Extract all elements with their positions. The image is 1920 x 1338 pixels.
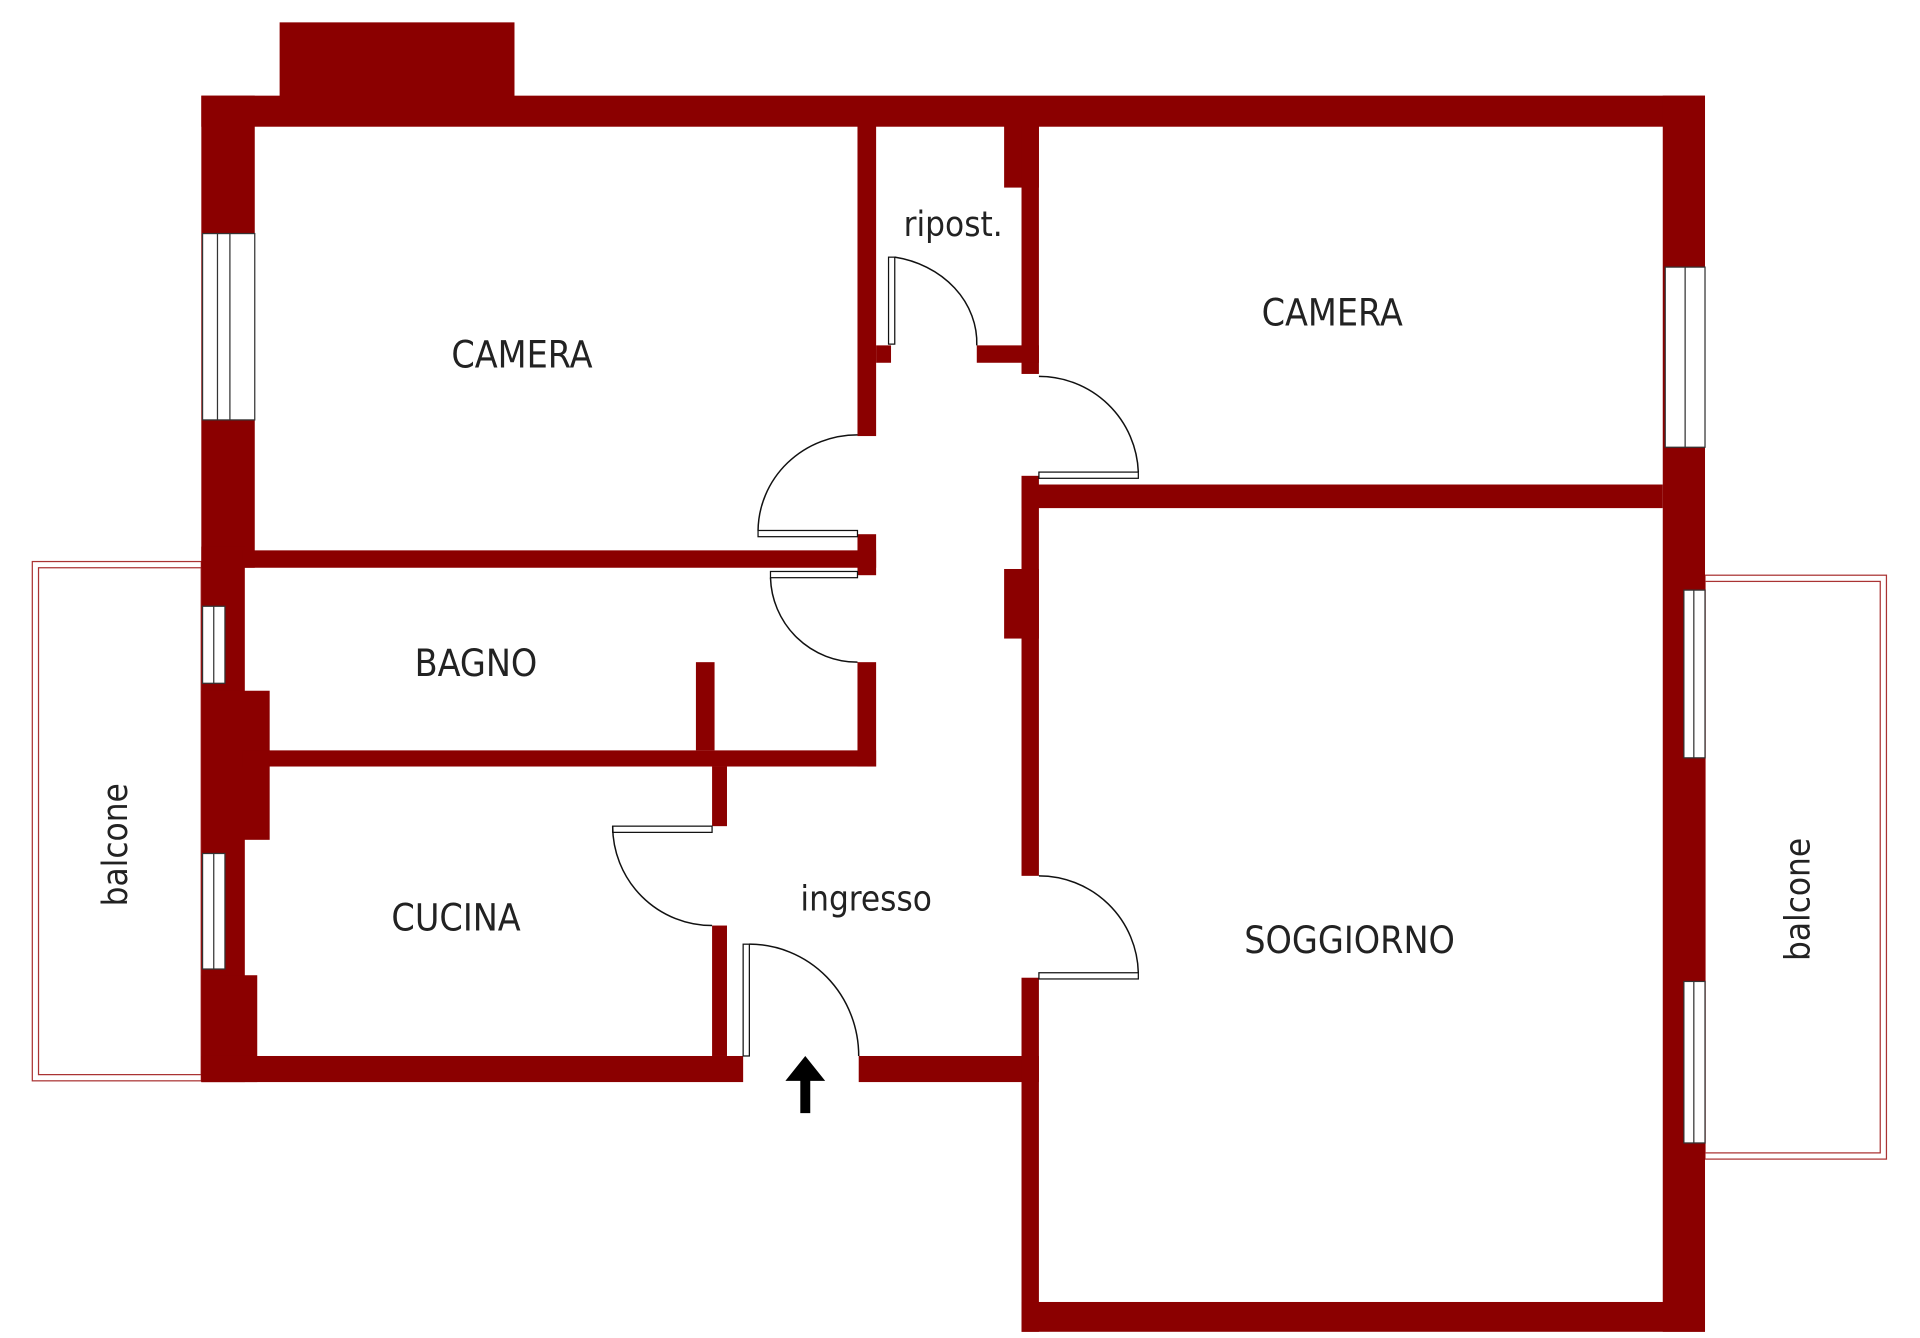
room-label-camera-right: CAMERA	[1262, 290, 1403, 334]
door-cucina	[612, 825, 713, 833]
windows	[201, 232, 1706, 1144]
arrow-up-icon	[785, 1055, 826, 1114]
chimney	[279, 22, 515, 100]
room-label-ingresso: ingresso	[800, 880, 932, 920]
room-label-ripostiglio: ripost.	[904, 205, 1003, 245]
door-entrance	[742, 943, 750, 1057]
door-camera-right	[1038, 471, 1139, 479]
room-label-balcone-left: balcone	[96, 783, 136, 906]
door-soggiorno	[1038, 972, 1139, 980]
room-label-balcone-right: balcone	[1778, 838, 1818, 961]
door-camera-left	[757, 529, 859, 538]
room-label-cucina: CUCINA	[391, 896, 520, 940]
door-ripostiglio	[887, 256, 896, 345]
room-label-camera-left: CAMERA	[451, 333, 592, 377]
room-label-bagno: BAGNO	[415, 641, 538, 685]
room-label-soggiorno: SOGGIORNO	[1244, 918, 1455, 962]
door-bagno	[769, 570, 859, 579]
doors	[611, 256, 1140, 1057]
